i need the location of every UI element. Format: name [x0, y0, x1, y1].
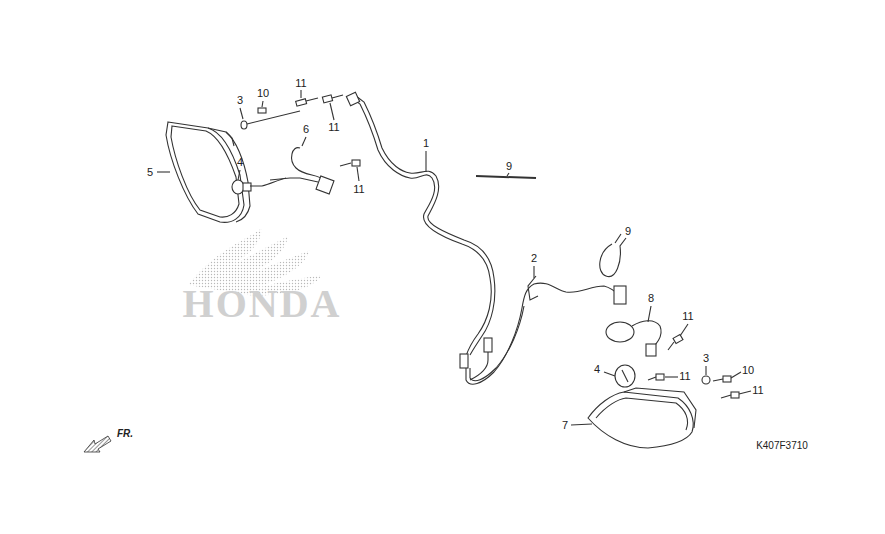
callout-number: 4: [237, 157, 243, 168]
watermark: HONDA: [183, 284, 342, 324]
front-indicator: FR.: [117, 429, 133, 439]
callout-number: 9: [506, 161, 512, 172]
callout-number: 6: [303, 124, 309, 135]
callout-number: 7: [562, 420, 568, 431]
callout-number: 5: [147, 167, 153, 178]
callout-number: 8: [648, 293, 654, 304]
callout-number: 9: [625, 226, 631, 237]
callout-number: 11: [679, 371, 690, 382]
callout-number: 10: [257, 88, 269, 99]
callout-number: 11: [328, 122, 339, 133]
callout-number: 11: [682, 311, 693, 322]
callout-number: 11: [353, 184, 364, 195]
figure-code: K407F3710: [756, 441, 808, 451]
callout-number: 3: [237, 95, 243, 106]
callout-number: 1: [423, 138, 429, 149]
callout-number: 11: [752, 385, 763, 396]
callout-number: 3: [703, 353, 709, 364]
callout-number: 4: [594, 364, 600, 375]
callout-number: 11: [295, 78, 306, 89]
callout-number: 2: [531, 253, 537, 264]
callout-number: 10: [742, 365, 754, 376]
